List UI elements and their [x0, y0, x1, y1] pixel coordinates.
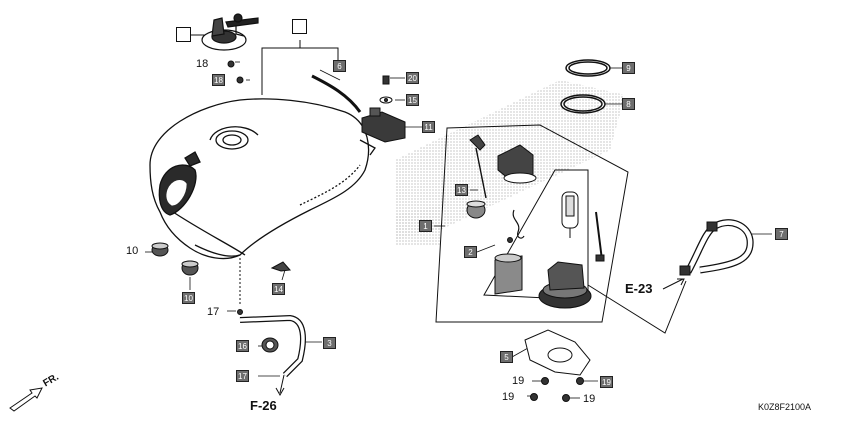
fuel-tank — [149, 98, 376, 260]
clip-14 — [270, 261, 292, 272]
callout-16: 16 — [236, 340, 249, 352]
e23-arrow — [662, 278, 685, 290]
callout-10: 10 — [182, 292, 195, 304]
breather-hose — [239, 258, 306, 397]
callout-14: 14 — [272, 283, 285, 295]
callout-7: 7 — [775, 228, 788, 240]
ref-f26: F-26 — [250, 398, 277, 413]
callout-5: 5 — [500, 351, 513, 363]
label-19-b: 19 — [502, 391, 515, 403]
callout-20: 20 — [406, 72, 419, 84]
pump-plate — [524, 329, 591, 376]
callout-8: 8 — [622, 98, 635, 110]
connector-block — [361, 107, 406, 143]
leader-lines — [145, 61, 772, 399]
seal-rings — [560, 59, 611, 114]
callout-1: 1 — [419, 220, 432, 232]
label-19-c: 19 — [583, 393, 596, 405]
callout-2: 2 — [464, 246, 477, 258]
callout-18: 18 — [212, 74, 225, 86]
callout-3: 3 — [323, 337, 336, 349]
callout-19: 19 — [600, 376, 613, 388]
square-marker-tank — [292, 19, 307, 34]
rubber-cushions — [151, 242, 199, 276]
callout-9: 9 — [622, 62, 635, 74]
fuel-cap — [201, 13, 259, 51]
square-marker-cap — [176, 27, 191, 42]
label-18: 18 — [196, 58, 209, 70]
callout-13: 13 — [455, 184, 468, 196]
diagram-code: K0Z8F2100A — [758, 402, 812, 412]
callout-11: 11 — [422, 121, 435, 133]
label-19-a: 19 — [512, 375, 525, 387]
small-hardware — [227, 60, 393, 104]
fuel-pump-parts — [466, 134, 605, 309]
ref-e23: E-23 — [625, 281, 653, 296]
front-arrow-icon — [9, 387, 43, 412]
callout-17: 17 — [236, 370, 249, 382]
fuel-hose — [679, 219, 754, 276]
tank-strip — [311, 74, 362, 113]
nuts — [530, 377, 584, 402]
hatched-area-2 — [395, 205, 440, 245]
label-10: 10 — [126, 245, 139, 257]
label-17: 17 — [207, 306, 220, 318]
callout-15: 15 — [406, 94, 419, 106]
bolt-17 — [237, 309, 243, 315]
hose-clip — [261, 337, 279, 353]
callout-6: 6 — [333, 60, 346, 72]
